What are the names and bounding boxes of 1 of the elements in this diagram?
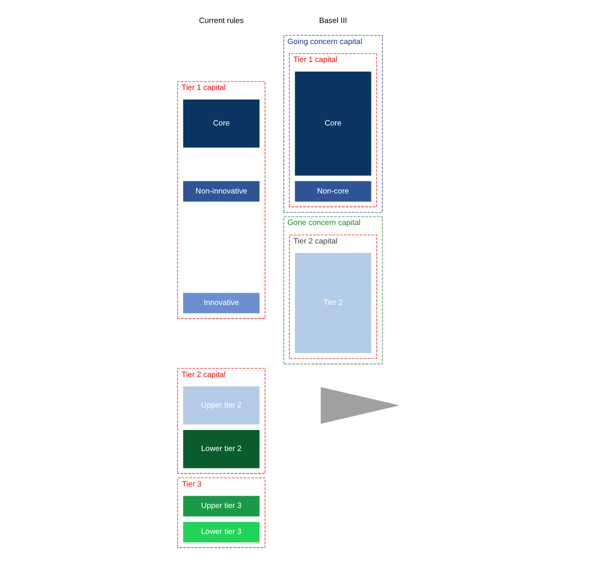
node-triangle <box>320 387 398 424</box>
